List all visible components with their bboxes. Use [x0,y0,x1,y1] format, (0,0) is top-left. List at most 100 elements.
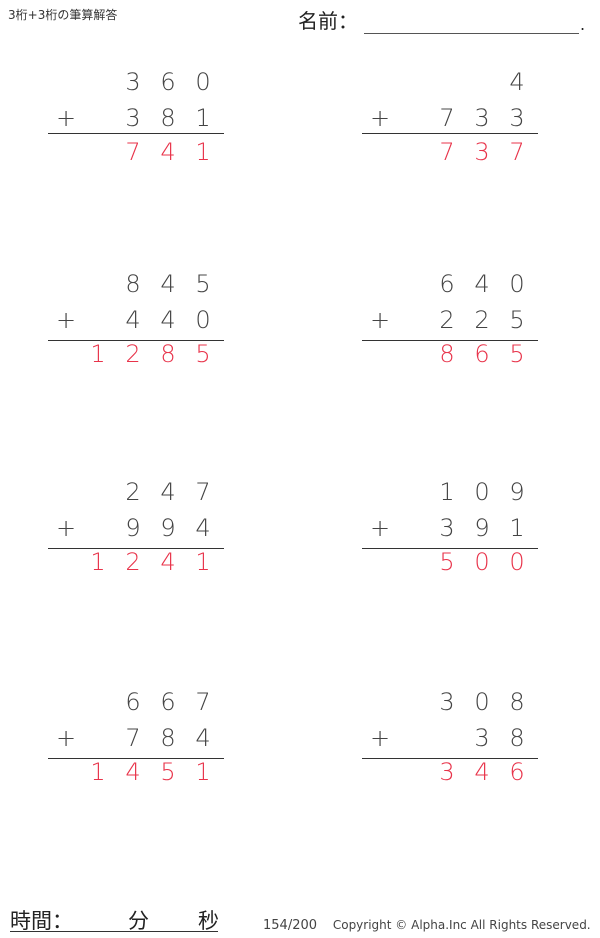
bottom-digit: 2 [439,306,455,334]
plus-operator: + [56,514,77,542]
plus-operator: + [370,306,391,334]
answer-digit: 5 [439,548,455,576]
answer-digit: 3 [439,758,455,786]
answer-digit: 1 [195,758,211,786]
top-digit: 8 [509,688,525,716]
bottom-digit: 2 [474,306,490,334]
top-digit: 4 [160,270,176,298]
top-digit: 8 [125,270,141,298]
bottom-digit: 7 [439,104,455,132]
top-digit: 4 [160,478,176,506]
sum-rule-line [362,758,538,759]
bottom-digit: 8 [160,104,176,132]
answer-digit: 7 [509,138,525,166]
answer-digit: 7 [439,138,455,166]
top-digit: 7 [195,688,211,716]
top-digit: 3 [439,688,455,716]
answer-digit: 6 [474,340,490,368]
top-digit: 0 [474,478,490,506]
bottom-digit: 8 [160,724,176,752]
top-digit: 6 [160,688,176,716]
top-digit: 1 [439,478,455,506]
seconds-label: 秒 [198,909,219,933]
bottom-digit: 4 [195,724,211,752]
answer-digit: 1 [195,138,211,166]
bottom-digit: 3 [509,104,525,132]
name-field: 名前： . [298,5,585,34]
bottom-digit: 7 [125,724,141,752]
name-suffix: . [580,15,586,34]
answer-digit: 4 [160,138,176,166]
plus-operator: + [56,724,77,752]
minutes-label: 分 [128,909,149,933]
answer-digit: 8 [160,340,176,368]
sum-rule-line [48,340,224,341]
top-digit: 7 [195,478,211,506]
answer-digit: 0 [474,548,490,576]
bottom-digit: 8 [509,724,525,752]
top-digit: 4 [509,68,525,96]
top-digit: 6 [439,270,455,298]
bottom-digit: 4 [195,514,211,542]
sum-rule-line [48,758,224,759]
sum-rule-line [48,133,224,134]
page-number: 154/200 [263,918,318,933]
answer-digit: 4 [474,758,490,786]
answer-digit: 1 [90,548,106,576]
answer-digit: 1 [90,758,106,786]
bottom-digit: 1 [195,104,211,132]
answer-digit: 4 [125,758,141,786]
answer-digit: 1 [195,548,211,576]
sum-rule-line [48,548,224,549]
sum-rule-line [362,340,538,341]
answer-digit: 5 [195,340,211,368]
answer-digit: 0 [509,548,525,576]
top-digit: 6 [125,688,141,716]
top-digit: 0 [195,68,211,96]
copyright: Copyright © Alpha.Inc All Rights Reserve… [332,918,591,932]
answer-digit: 3 [474,138,490,166]
bottom-digit: 9 [125,514,141,542]
plus-operator: + [56,306,77,334]
top-digit: 9 [509,478,525,506]
answer-digit: 6 [509,758,525,786]
worksheet-title: 3桁+3桁の筆算解答 [8,8,118,22]
plus-operator: + [370,514,391,542]
bottom-digit: 3 [474,724,490,752]
name-input-line[interactable] [364,11,579,34]
answer-digit: 2 [125,340,141,368]
top-digit: 0 [509,270,525,298]
top-digit: 6 [160,68,176,96]
top-digit: 5 [195,270,211,298]
top-digit: 0 [474,688,490,716]
sum-rule-line [362,133,538,134]
answer-digit: 5 [509,340,525,368]
bottom-digit: 1 [509,514,525,542]
name-label: 名前： [298,9,358,33]
bottom-digit: 9 [160,514,176,542]
bottom-digit: 4 [160,306,176,334]
bottom-digit: 3 [125,104,141,132]
bottom-digit: 3 [439,514,455,542]
time-label: 時間： [10,909,73,933]
footer-info: 154/200 Copyright © Alpha.Inc All Rights… [263,918,591,933]
answer-digit: 1 [90,340,106,368]
plus-operator: + [370,104,391,132]
sum-rule-line [362,548,538,549]
top-digit: 2 [125,478,141,506]
plus-operator: + [56,104,77,132]
plus-operator: + [370,724,391,752]
bottom-digit: 4 [125,306,141,334]
bottom-digit: 0 [195,306,211,334]
top-digit: 4 [474,270,490,298]
answer-digit: 5 [160,758,176,786]
answer-digit: 7 [125,138,141,166]
